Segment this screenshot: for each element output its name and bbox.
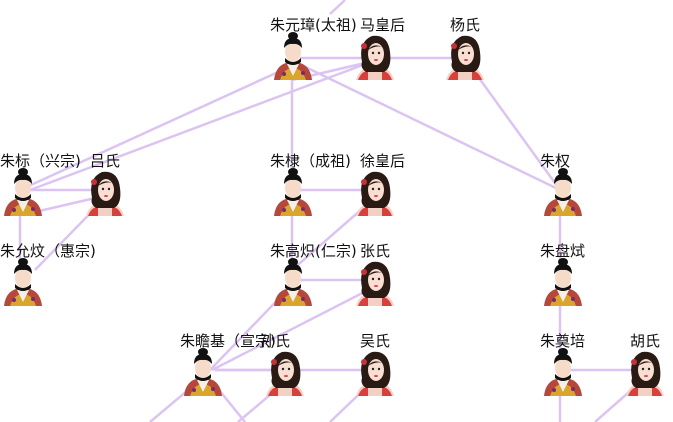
person-name: 朱允炆（惠宗) xyxy=(0,242,96,260)
female-portrait-icon xyxy=(356,351,394,396)
person-node-zhu-yunwen[interactable]: 朱允炆（惠宗) xyxy=(0,242,96,312)
person-node-lv-shi[interactable]: 吕氏 xyxy=(86,152,180,222)
person-node-zhu-panshi[interactable]: 朱盘烒 xyxy=(540,242,630,312)
male-portrait-icon xyxy=(544,348,582,396)
person-name: 张氏 xyxy=(360,242,391,260)
person-name: 朱瞻基（宣宗) xyxy=(180,332,276,350)
person-node-zhu-biao[interactable]: 朱标（兴宗) xyxy=(0,152,90,222)
person-node-zhu-gaochi[interactable]: 朱高炽(仁宗) xyxy=(270,242,360,312)
person-node-zhu-yuanzhang[interactable]: 朱元璋(太祖) xyxy=(270,16,360,86)
person-name: 朱高炽(仁宗) xyxy=(270,242,357,260)
person-name: 马皇后 xyxy=(360,16,406,34)
person-name: 吴氏 xyxy=(360,332,391,350)
person-name: 杨氏 xyxy=(450,16,481,34)
person-node-yang-shi[interactable]: 杨氏 xyxy=(446,16,540,86)
person-name: 朱元璋(太祖) xyxy=(270,16,357,34)
person-node-zhu-di[interactable]: 朱棣（成祖) xyxy=(270,152,360,222)
person-node-sun-shi[interactable]: 孙氏 xyxy=(260,332,350,402)
female-portrait-icon xyxy=(446,35,484,80)
female-portrait-icon xyxy=(266,351,304,396)
person-name: 孙氏 xyxy=(260,332,291,350)
person-name: 朱棣（成祖) xyxy=(270,152,351,170)
male-portrait-icon xyxy=(274,32,312,80)
person-node-zhu-zhanji[interactable]: 朱瞻基（宣宗) xyxy=(180,332,276,402)
male-portrait-icon xyxy=(544,258,582,306)
person-name: 朱标（兴宗) xyxy=(0,152,81,170)
person-name: 徐皇后 xyxy=(360,152,406,170)
male-portrait-icon xyxy=(184,348,222,396)
female-portrait-icon xyxy=(626,351,664,396)
female-portrait-icon xyxy=(356,261,394,306)
male-portrait-icon xyxy=(274,258,312,306)
person-node-zhu-quan[interactable]: 朱权 xyxy=(540,152,630,222)
male-portrait-icon xyxy=(274,168,312,216)
person-node-hu-shi[interactable]: 胡氏 xyxy=(626,332,673,402)
person-node-zhang-shi[interactable]: 张氏 xyxy=(356,242,450,312)
person-node-ma-huanghou[interactable]: 马皇后 xyxy=(356,16,450,86)
person-name: 朱奠培 xyxy=(540,332,586,350)
person-name: 吕氏 xyxy=(90,152,121,170)
male-portrait-icon xyxy=(4,258,42,306)
female-portrait-icon xyxy=(356,35,394,80)
person-name: 朱盘烒 xyxy=(540,242,586,260)
person-node-xu-huanghou[interactable]: 徐皇后 xyxy=(356,152,450,222)
person-name: 朱权 xyxy=(540,152,571,170)
person-node-zhu-dianpei[interactable]: 朱奠培 xyxy=(540,332,630,402)
female-portrait-icon xyxy=(86,171,124,216)
person-node-wu-shi[interactable]: 吴氏 xyxy=(356,332,450,402)
person-name: 胡氏 xyxy=(630,332,661,350)
female-portrait-icon xyxy=(356,171,394,216)
male-portrait-icon xyxy=(4,168,42,216)
male-portrait-icon xyxy=(544,168,582,216)
